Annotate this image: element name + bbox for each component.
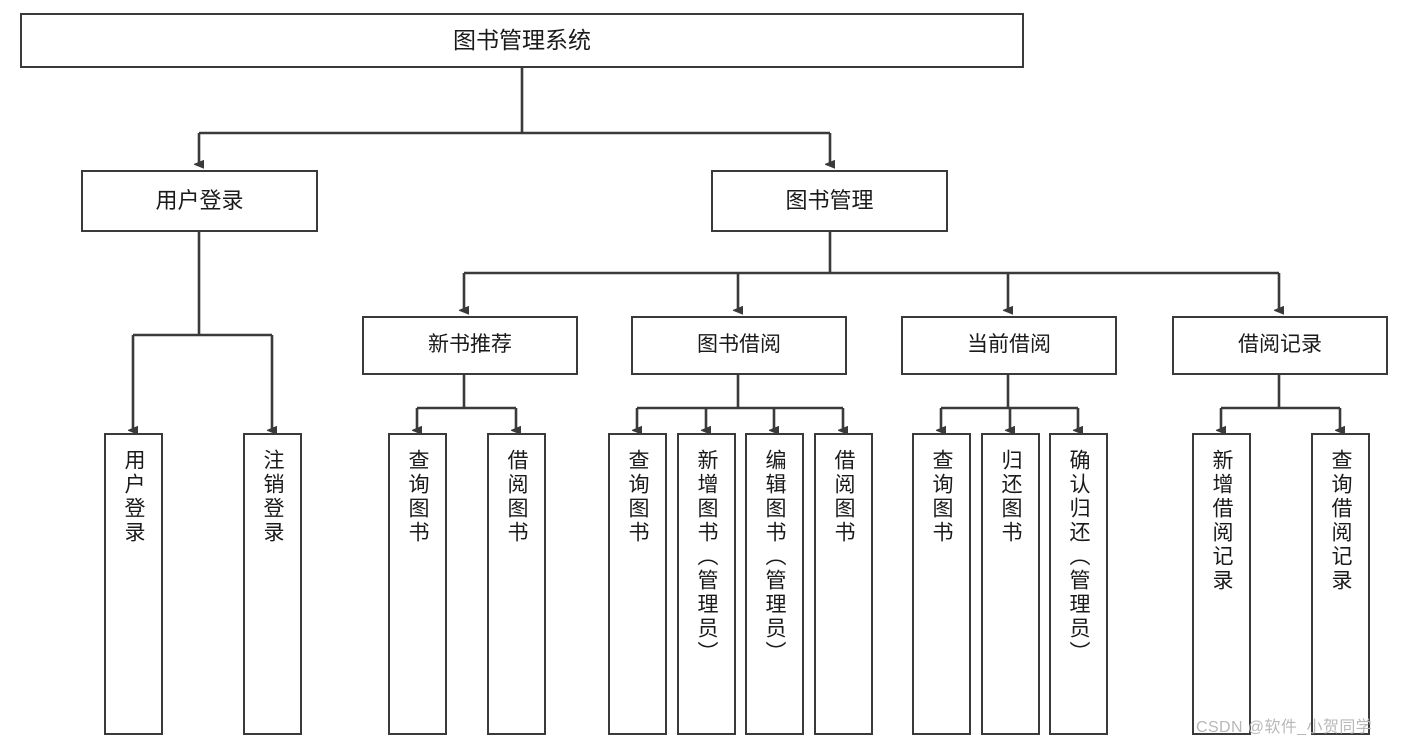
node-new-book-recommend-label: 新书推荐	[428, 333, 512, 357]
node-leaf-new-book-query-label: 查询图书	[406, 449, 429, 545]
node-leaf-user-login-login[interactable]: 用户登录	[104, 433, 163, 735]
node-leaf-new-book-borrow[interactable]: 借阅图书	[487, 433, 546, 735]
node-leaf-book-borrow-query[interactable]: 查询图书	[608, 433, 667, 735]
node-leaf-user-login-logout[interactable]: 注销登录	[243, 433, 302, 735]
node-new-book-recommend[interactable]: 新书推荐	[362, 316, 578, 375]
node-leaf-book-borrow-add[interactable]: 新增图书（管理员）	[677, 433, 736, 735]
node-leaf-current-borrow-confirm-label: 确认归还（管理员）	[1067, 449, 1090, 665]
node-leaf-current-borrow-query[interactable]: 查询图书	[912, 433, 971, 735]
node-borrow-record[interactable]: 借阅记录	[1172, 316, 1388, 375]
node-root-system-label: 图书管理系统	[453, 27, 591, 54]
node-leaf-user-login-login-label: 用户登录	[122, 449, 145, 545]
node-leaf-borrow-record-add[interactable]: 新增借阅记录	[1192, 433, 1251, 735]
node-book-borrow[interactable]: 图书借阅	[631, 316, 847, 375]
node-leaf-current-borrow-return[interactable]: 归还图书	[981, 433, 1040, 735]
node-book-borrow-label: 图书借阅	[697, 333, 781, 357]
node-leaf-user-login-logout-label: 注销登录	[261, 449, 284, 545]
node-leaf-current-borrow-return-label: 归还图书	[999, 449, 1022, 545]
node-leaf-book-borrow-query-label: 查询图书	[626, 449, 649, 545]
node-user-login[interactable]: 用户登录	[81, 170, 318, 232]
node-leaf-book-borrow-edit[interactable]: 编辑图书（管理员）	[745, 433, 804, 735]
node-leaf-borrow-record-add-label: 新增借阅记录	[1210, 449, 1233, 593]
node-leaf-book-borrow-edit-label: 编辑图书（管理员）	[763, 449, 786, 665]
node-leaf-current-borrow-confirm[interactable]: 确认归还（管理员）	[1049, 433, 1108, 735]
node-leaf-book-borrow-add-label: 新增图书（管理员）	[695, 449, 718, 665]
node-book-management[interactable]: 图书管理	[711, 170, 948, 232]
node-book-management-label: 图书管理	[785, 188, 874, 214]
node-leaf-new-book-query[interactable]: 查询图书	[388, 433, 447, 735]
node-borrow-record-label: 借阅记录	[1238, 333, 1322, 357]
node-leaf-current-borrow-query-label: 查询图书	[930, 449, 953, 545]
node-user-login-label: 用户登录	[155, 188, 244, 214]
node-root-system[interactable]: 图书管理系统	[20, 13, 1024, 68]
node-leaf-book-borrow-borrow-label: 借阅图书	[832, 449, 855, 545]
node-current-borrow[interactable]: 当前借阅	[901, 316, 1117, 375]
node-leaf-borrow-record-query-label: 查询借阅记录	[1329, 449, 1352, 593]
node-leaf-book-borrow-borrow[interactable]: 借阅图书	[814, 433, 873, 735]
node-current-borrow-label: 当前借阅	[967, 333, 1051, 357]
node-leaf-new-book-borrow-label: 借阅图书	[505, 449, 528, 545]
node-leaf-borrow-record-query[interactable]: 查询借阅记录	[1311, 433, 1370, 735]
